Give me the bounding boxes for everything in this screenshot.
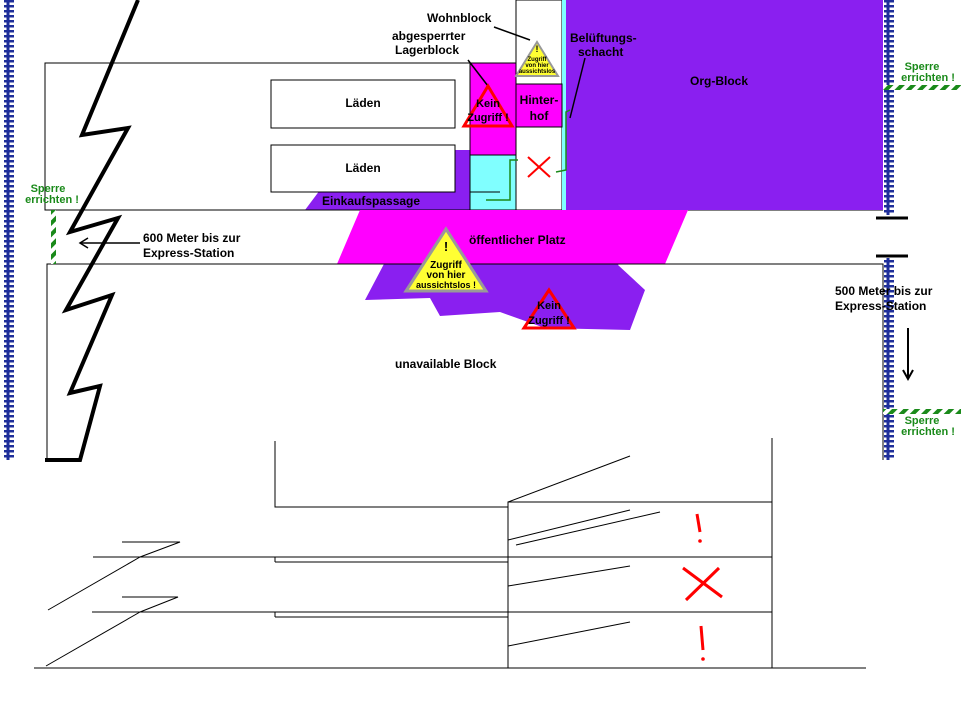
sketch-left-bracket-2	[122, 596, 179, 613]
rail-track-right-upper	[884, 0, 894, 215]
sketch-diag-2	[507, 509, 631, 541]
warning-large-line-3: aussichtslos !	[416, 280, 476, 290]
barrier-left-label-1: Sperre	[31, 183, 66, 195]
barrier-top-right	[883, 85, 961, 90]
barrier-bottom-right-label-2: errichten !	[901, 426, 955, 438]
blocked-x-mark-large	[682, 566, 723, 602]
lower-sketch	[34, 438, 866, 669]
warning-small-line-3: aussichtslos	[519, 69, 556, 75]
exclamation-mark-1	[695, 513, 702, 543]
arrowhead-left	[78, 237, 89, 249]
warning-red-center-line-1: Kein	[537, 300, 561, 312]
svg-text:!: !	[444, 239, 448, 254]
warning-sign-red-left: Kein Zugriff !	[461, 83, 515, 128]
sketch-diag-1	[507, 455, 631, 503]
label-lagerblock-1: abgesperrter	[392, 29, 466, 43]
label-oeffentlicher-platz: öffentlicher Platz	[469, 233, 566, 247]
barrier-bottom-right-label-1: Sperre	[905, 415, 940, 427]
svg-text:!: !	[536, 44, 539, 54]
label-hinterhof-2: hof	[530, 109, 550, 123]
cyan-cell	[469, 154, 517, 211]
sketch-right-column	[507, 438, 773, 668]
label-hinterhof-1: Hinter-	[520, 93, 559, 107]
barrier-left	[51, 210, 56, 264]
sketch-diag-4	[507, 565, 631, 587]
boundary-zigzag	[45, 0, 140, 462]
label-distance-left-2: Express-Station	[143, 246, 234, 260]
warning-sign-large: ! Zugriff von hier aussichtslos !	[403, 226, 489, 293]
label-distance-right-2: Express-Station	[835, 299, 926, 313]
sketch-diag-5	[507, 621, 631, 647]
hinterhof-block	[515, 83, 563, 128]
label-laeden-2: Läden	[345, 161, 380, 175]
warning-small-line-2: von hier	[525, 63, 549, 69]
warning-red-left-line-2: Zugriff !	[467, 112, 509, 124]
barrier-top-right-label-2: errichten !	[901, 72, 955, 84]
ventilation-shaft	[562, 0, 566, 210]
warning-sign-small: ! Zugriff von hier aussichtslos	[514, 40, 560, 77]
warning-large-line-2: von hier	[427, 270, 466, 281]
warning-large-line-1: Zugriff	[430, 260, 462, 271]
label-belueftung-1: Belüftungs-	[570, 31, 637, 45]
laeden-box-2	[270, 144, 456, 193]
org-block	[566, 0, 883, 210]
arrowhead-down	[902, 369, 914, 382]
rail-track-left	[4, 0, 14, 460]
warning-red-left-line-1: Kein	[476, 98, 500, 110]
pointer-lagerblock	[467, 59, 489, 87]
pointer-wohnblock	[493, 26, 531, 41]
warning-red-center-line-2: Zugriff !	[528, 315, 570, 327]
sketch-diag-left-2	[45, 611, 141, 667]
label-unavailable-block: unavailable Block	[395, 357, 497, 371]
label-distance-left-1: 600 Meter bis zur	[143, 231, 241, 245]
label-lagerblock-2: Lagerblock	[395, 43, 459, 57]
sketch-upper-bracket	[274, 441, 508, 508]
oeffentlicher-platz	[337, 210, 688, 264]
sketch-left-bracket-1	[122, 541, 181, 558]
barrier-left-label-2: errichten !	[25, 194, 79, 206]
rail-track-right-lower	[884, 258, 894, 460]
warning-small-line-1: Zugriff	[528, 57, 548, 63]
label-belueftung-2: schacht	[578, 45, 623, 59]
label-einkaufspassage: Einkaufspassage	[322, 194, 420, 208]
label-distance-right-1: 500 Meter bis zur	[835, 284, 933, 298]
label-wohnblock: Wohnblock	[427, 11, 492, 25]
sketch-diag-3	[515, 511, 661, 546]
label-org-block: Org-Block	[690, 74, 748, 88]
pointer-belueftung	[569, 57, 586, 119]
exclamation-mark-2	[699, 625, 705, 661]
route-line-left	[486, 159, 518, 201]
warning-sign-red-center: Kein Zugriff !	[521, 287, 577, 330]
label-laeden-1: Läden	[345, 96, 380, 110]
route-line-right	[555, 109, 571, 173]
barrier-bottom-right	[883, 409, 961, 414]
sketch-diag-left-1	[47, 556, 141, 611]
barrier-top-right-label-1: Sperre	[905, 61, 940, 73]
blocked-x-mark-small-2	[527, 156, 551, 178]
laeden-box-1	[270, 79, 456, 129]
